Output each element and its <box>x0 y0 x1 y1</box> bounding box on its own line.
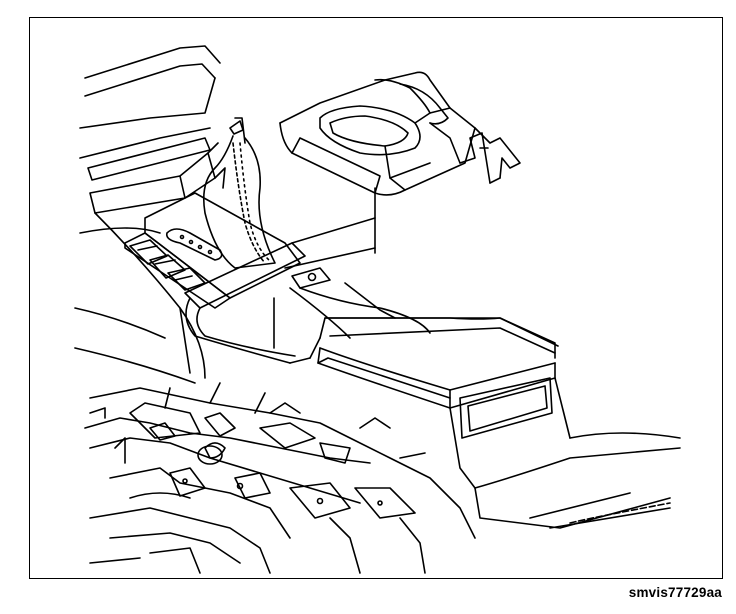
console-body <box>95 188 430 378</box>
floor-pan <box>85 383 475 573</box>
cup-holder <box>280 72 520 195</box>
shifter-trim-plate <box>125 193 300 308</box>
switch-button-1 <box>130 240 167 264</box>
figure-caption: smvis77729aa <box>628 585 722 600</box>
shift-boot <box>204 118 275 268</box>
console-fastener <box>292 268 330 288</box>
console-side-panel <box>460 378 552 438</box>
dash-vent-slot <box>90 176 185 213</box>
console-illustration <box>30 18 721 577</box>
switch-button-2 <box>150 255 185 278</box>
cup-well-front <box>320 106 420 155</box>
gear-indicator-slot <box>167 229 222 260</box>
screw-icon <box>309 274 316 281</box>
illustration-frame <box>29 17 723 579</box>
floor-plug <box>205 443 225 458</box>
round-plug <box>198 446 222 464</box>
armrest-compartment <box>318 318 680 528</box>
